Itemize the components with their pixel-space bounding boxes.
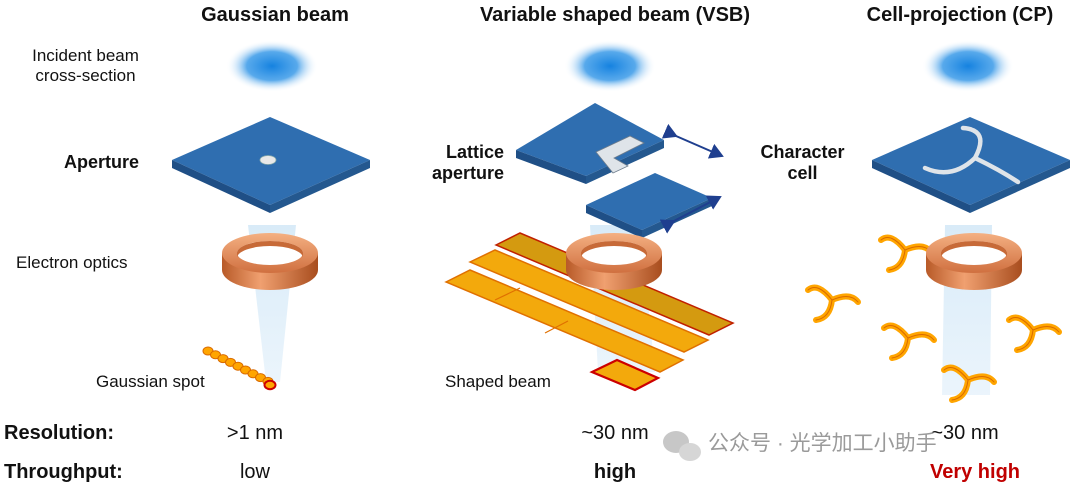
label-gaussian-spot: Gaussian spot	[96, 372, 205, 391]
resolution-vsb: ~30 nm	[581, 422, 649, 444]
column-title-vsb: Variable shaped beam (VSB)	[479, 4, 751, 26]
gaussian-spot-current	[263, 379, 277, 391]
vsb-electron-optics-ring	[566, 233, 662, 290]
vsb-shaped-beam-spot	[589, 358, 661, 392]
label-lattice-aperture: Lattice aperture	[431, 142, 504, 183]
vsb-incident-beam	[564, 40, 656, 92]
watermark-text: 公众号 · 光学加工小助手	[708, 432, 937, 455]
cp-electron-optics-ring	[926, 233, 1022, 290]
vsb-lattice-aperture	[516, 103, 712, 238]
throughput-vsb: high	[593, 461, 637, 483]
cp-projected-shape-outline	[807, 287, 859, 321]
cp-projected-shape	[805, 284, 861, 323]
gaussian-spot-chain	[202, 346, 277, 391]
throughput-cp: Very high	[929, 461, 1021, 483]
cp-projected-shape-outline	[1008, 317, 1060, 351]
cp-projected-shape-outline	[883, 325, 935, 359]
column-title-cp: Cell-projection (CP)	[866, 4, 1054, 26]
label-shaped-beam: Shaped beam	[445, 372, 551, 391]
label-character-cell: Character cell	[760, 142, 845, 183]
cp-projected-shape	[878, 234, 934, 273]
cp-projected-shape	[881, 322, 937, 361]
resolution-gaussian: >1 nm	[226, 422, 284, 444]
cp-incident-beam	[922, 40, 1014, 92]
cp-projected-shapes	[805, 234, 1062, 403]
row-label-aperture: Aperture	[64, 152, 140, 172]
gaussian-incident-beam	[226, 40, 318, 92]
vsb-arrow-top	[661, 123, 724, 159]
gaussian-aperture-plate	[172, 117, 370, 213]
cp-aperture-plate	[872, 117, 1070, 213]
column-title-gaussian: Gaussian beam	[201, 4, 349, 26]
vsb-arrow-bottom	[659, 195, 722, 234]
row-label-resolution: Resolution:	[4, 422, 114, 444]
gaussian-electron-optics-ring	[222, 233, 318, 290]
row-label-electron-optics: Electron optics	[16, 253, 128, 272]
row-label-incident-beam: Incident beam cross-section	[32, 46, 139, 85]
wechat-logo-icon	[663, 431, 701, 461]
cp-projected-shape-outline	[943, 367, 995, 401]
resolution-cp: ~30 nm	[931, 422, 999, 444]
throughput-gaussian: low	[239, 461, 270, 483]
cp-projected-shape	[1006, 314, 1062, 353]
row-label-throughput: Throughput:	[4, 461, 123, 483]
